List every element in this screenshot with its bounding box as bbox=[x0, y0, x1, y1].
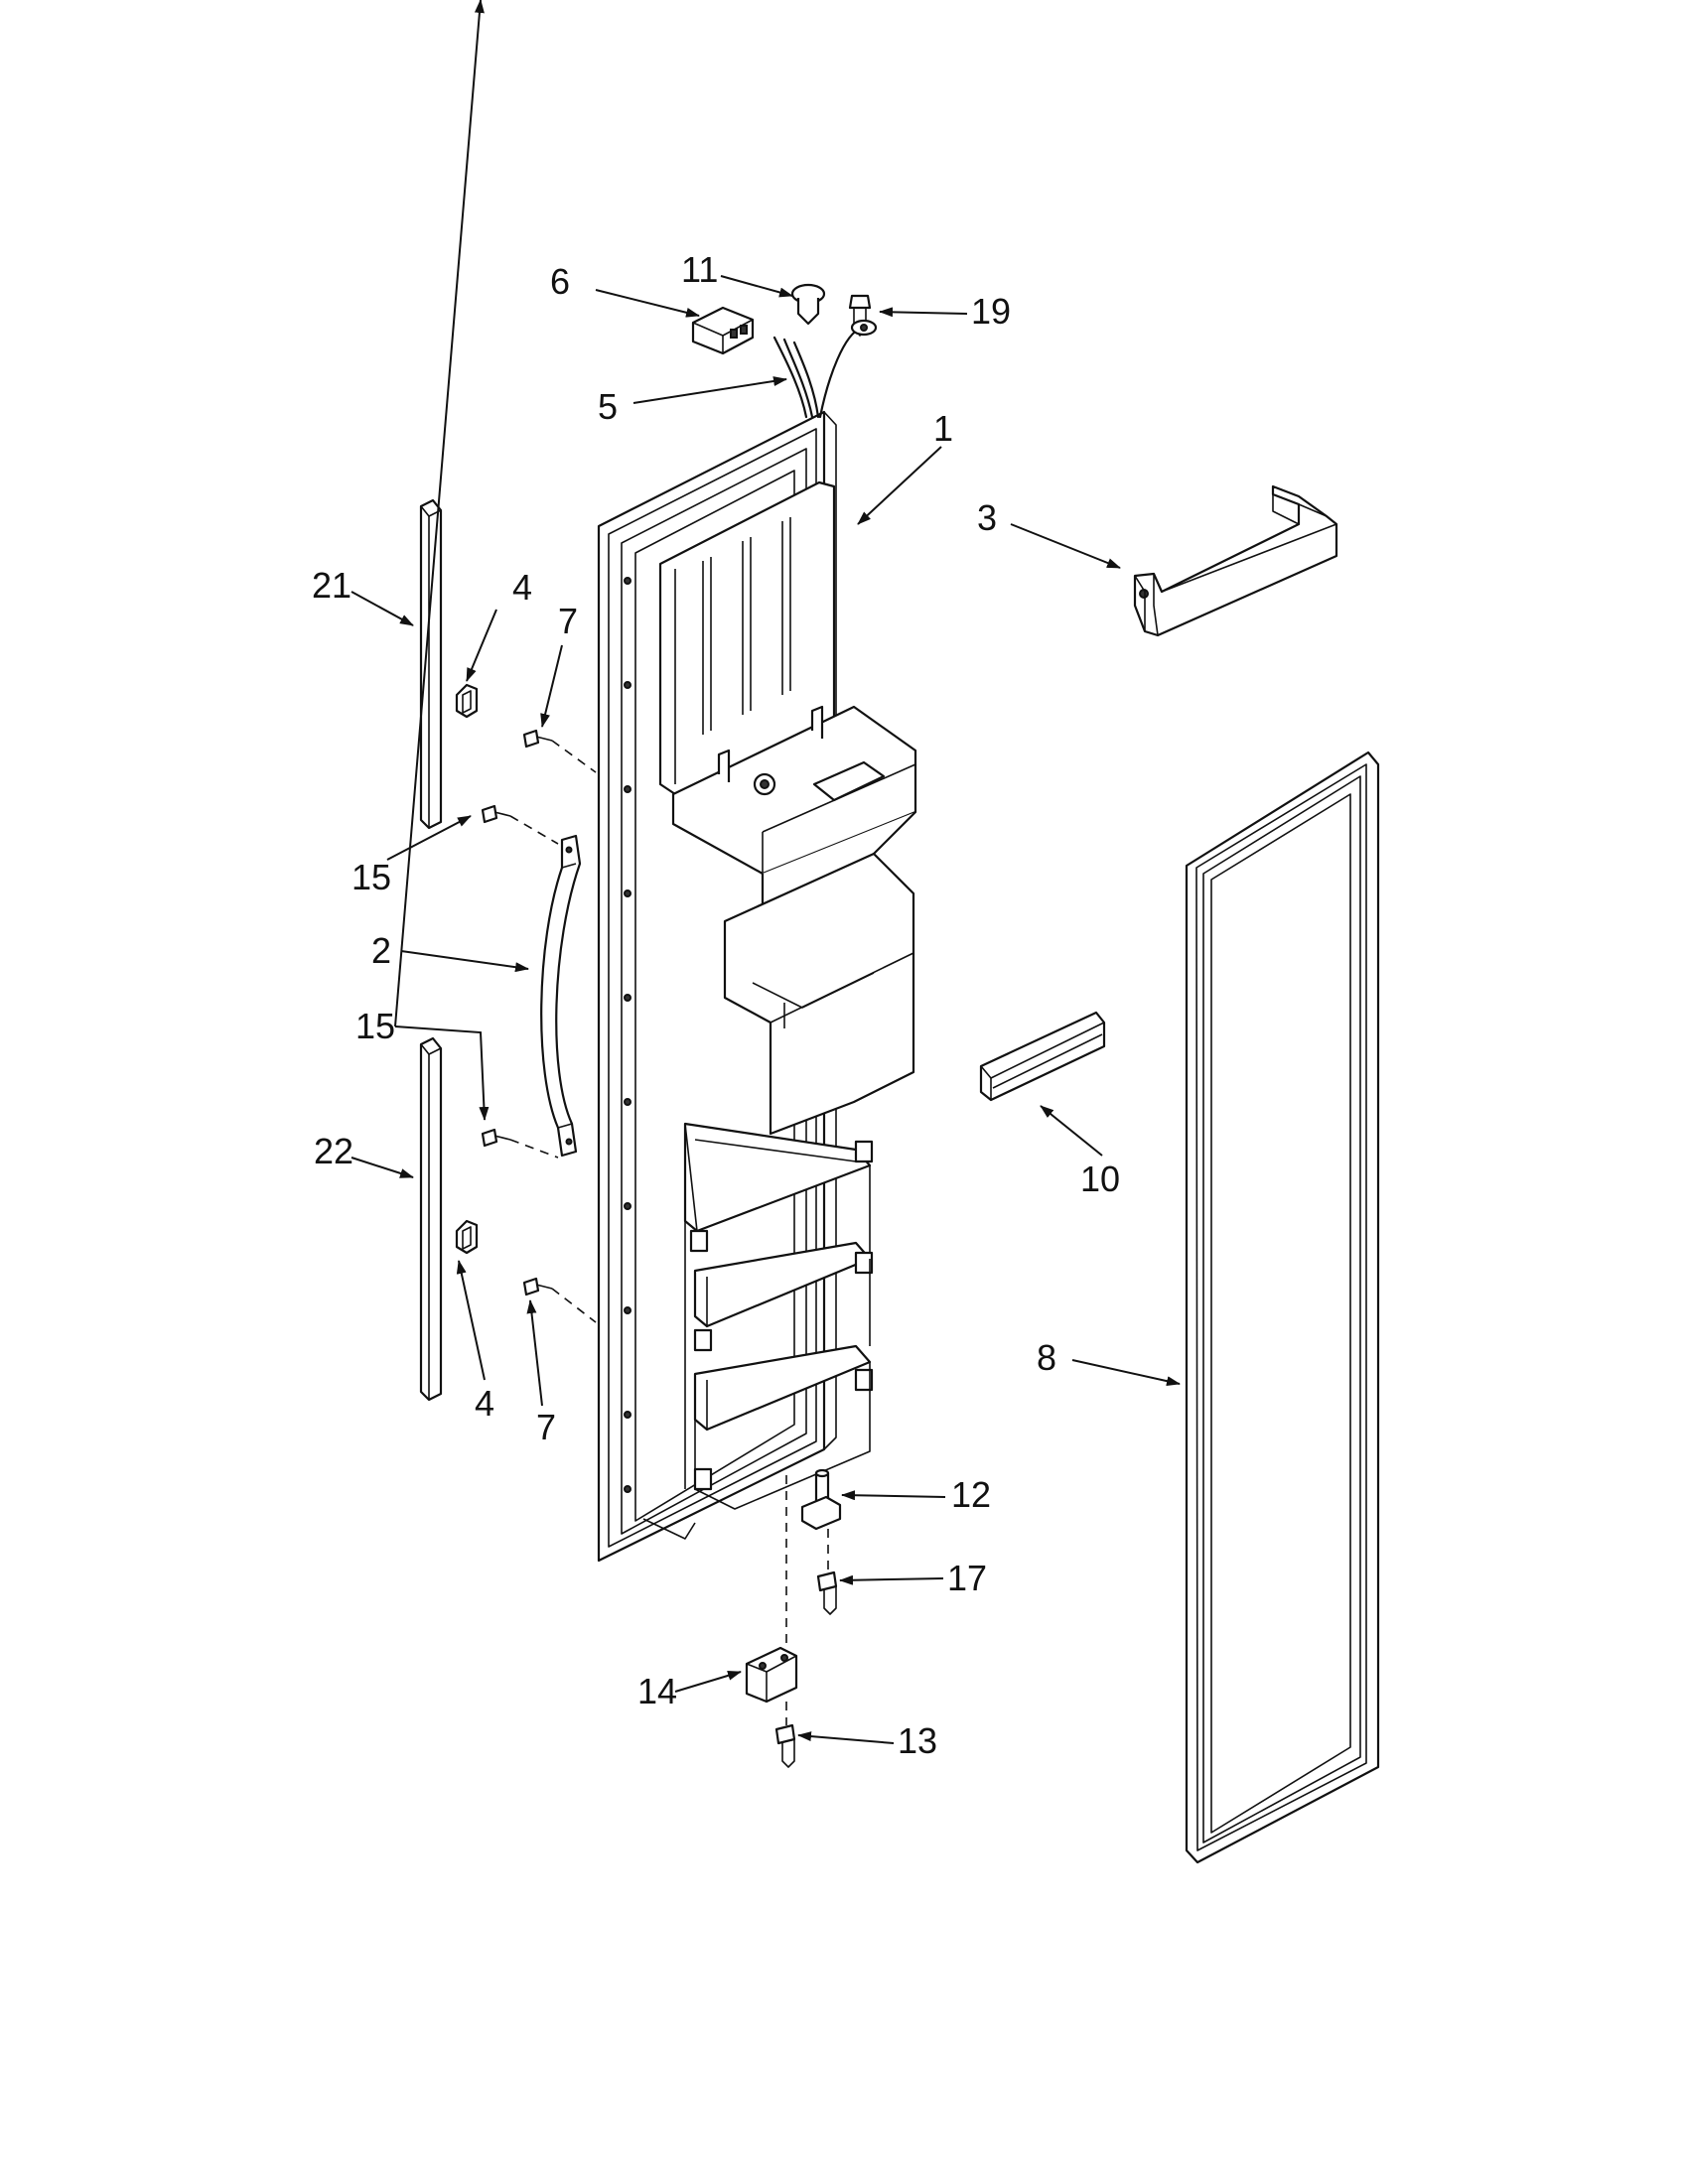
door-handle-part bbox=[540, 834, 582, 1158]
callout-19: 19 bbox=[971, 291, 1011, 332]
callout-22: 22 bbox=[314, 1131, 353, 1171]
callout-15-lower: 15 bbox=[355, 1006, 395, 1046]
door-frame-screw-holes bbox=[624, 577, 632, 1493]
screw-part-7-lower bbox=[522, 1277, 553, 1297]
light-switch-part bbox=[790, 283, 826, 326]
callout-7-lower: 7 bbox=[536, 1407, 556, 1447]
assembly-dashed-lines bbox=[509, 740, 829, 1725]
callout-17: 17 bbox=[947, 1558, 987, 1598]
callout-3: 3 bbox=[977, 497, 997, 538]
screw-part-15-lower bbox=[481, 1128, 511, 1148]
callout-21: 21 bbox=[312, 565, 351, 606]
callout-4-lower: 4 bbox=[475, 1383, 494, 1424]
callout-12: 12 bbox=[951, 1474, 991, 1515]
upper-handle-trim-part bbox=[419, 498, 443, 830]
hinge-screw-part-17 bbox=[816, 1570, 838, 1615]
hinge-screw-part-13 bbox=[774, 1723, 796, 1768]
callout-2: 2 bbox=[371, 930, 391, 971]
hinge-pin-bracket-part bbox=[800, 1468, 842, 1531]
callout-8: 8 bbox=[1037, 1337, 1056, 1378]
callout-13: 13 bbox=[898, 1720, 937, 1761]
callout-10: 10 bbox=[1080, 1159, 1120, 1199]
callout-7-upper: 7 bbox=[558, 601, 578, 641]
screw-part-7-upper bbox=[522, 729, 553, 749]
callout-5: 5 bbox=[598, 386, 618, 427]
door-panel-part bbox=[597, 410, 917, 1563]
door-bin-part bbox=[1133, 484, 1338, 637]
callout-4-upper: 4 bbox=[512, 567, 532, 608]
wire-harness-part bbox=[772, 319, 878, 419]
callout-6: 6 bbox=[550, 261, 570, 302]
callout-14: 14 bbox=[637, 1671, 677, 1711]
trim-clip-part-lower bbox=[455, 1219, 479, 1255]
trim-clip-part-upper bbox=[455, 683, 479, 719]
door-gasket-part bbox=[1185, 751, 1380, 1864]
leader-lines bbox=[351, 0, 1181, 1744]
callout-1: 1 bbox=[933, 408, 953, 449]
callout-15-upper: 15 bbox=[351, 857, 391, 897]
callout-labels: 1 2 3 4 4 5 6 7 7 8 10 11 12 13 14 15 15… bbox=[312, 249, 1120, 1761]
trim-strip-part bbox=[979, 1011, 1106, 1102]
screw-part-15-upper bbox=[481, 804, 511, 824]
lower-handle-trim-part bbox=[419, 1036, 443, 1402]
callout-11: 11 bbox=[681, 249, 718, 290]
bottom-hinge-part bbox=[745, 1646, 798, 1704]
wire-connector-part bbox=[691, 306, 755, 355]
